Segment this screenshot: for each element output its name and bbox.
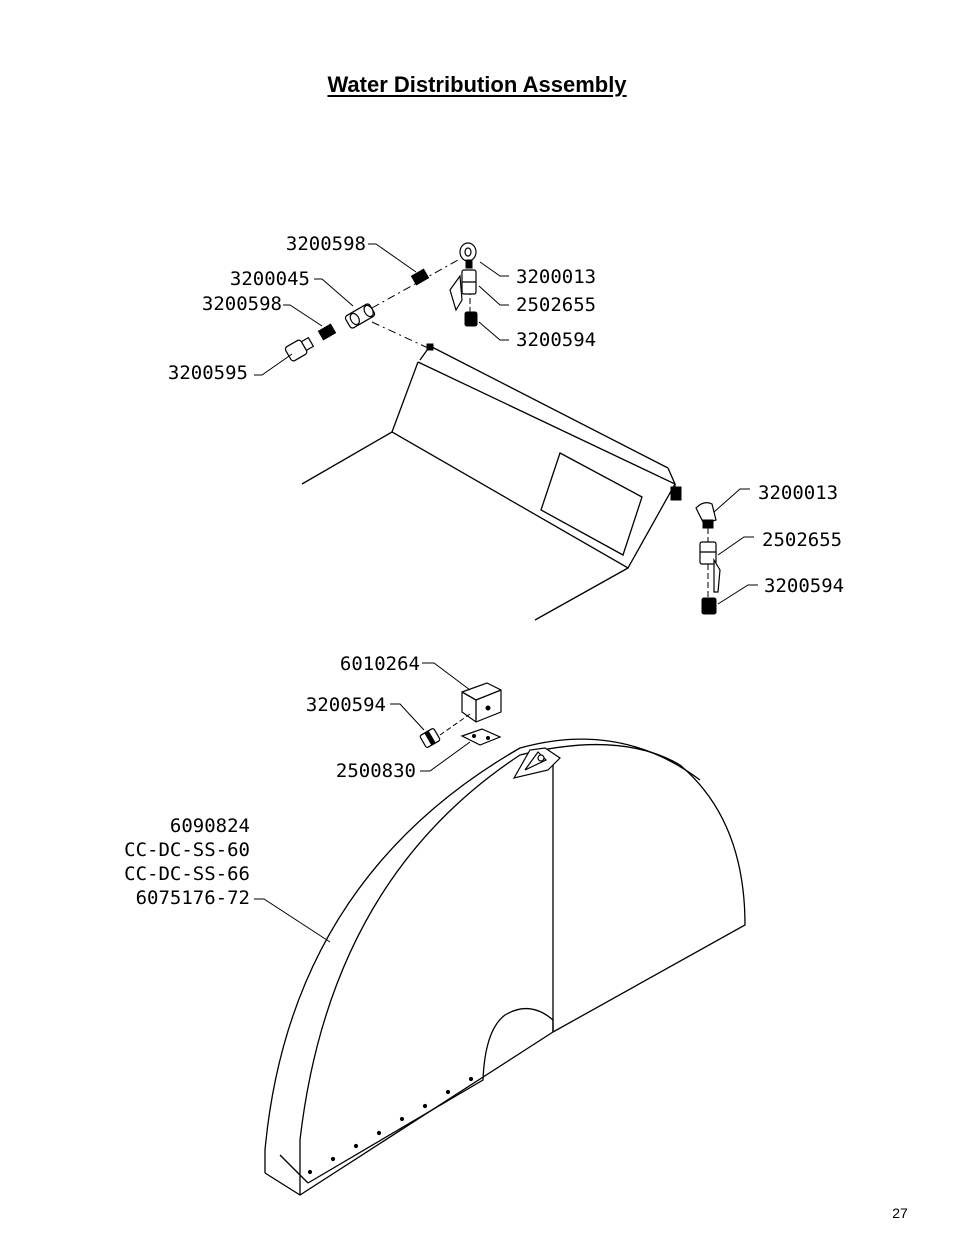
callout-top-tee-nipple-upper: 3200598 [286,233,366,255]
callout-labels: 3200598 3200045 3200598 3200595 3200013 … [124,233,844,909]
callout-block-plate: 2500830 [336,760,416,782]
right-nipple [670,486,682,501]
pipe-dash-2 [371,321,429,349]
callout-top-tee-nipple-lower: 3200598 [202,293,282,315]
guard-bracket [512,747,561,779]
callout-guard-line-4: 6075176-72 [136,887,250,909]
callout-right-valve: 2502655 [762,529,842,551]
upper-fittings [284,242,478,362]
right-valve [699,541,717,565]
callout-guard-line-3: CC-DC-SS-66 [124,863,250,885]
nipple-upper [410,268,430,286]
housing-top-edge [429,345,669,469]
housing-window [540,452,643,556]
callout-block-adapter: 3200594 [306,694,386,716]
right-elbow [695,502,717,525]
callout-block: 6010264 [340,653,420,675]
guard-bolts [307,1076,474,1175]
tee [344,303,376,329]
blade-guard [264,738,746,1196]
water-housing [301,343,676,621]
right-fittings [670,486,721,615]
plate [460,728,502,746]
callout-guard-line-2: CC-DC-SS-60 [124,839,250,861]
lower-fittings [419,682,502,748]
callout-top-elbow: 3200013 [516,266,596,288]
top-elbow [459,242,477,269]
callout-top-end-fitting: 3200595 [168,362,248,384]
top-valve [449,269,477,312]
leader-lines [254,243,758,943]
top-adapter [464,311,478,327]
end-fitting [284,336,315,362]
callout-guard-line-1: 6090824 [170,815,250,837]
page-title: Water Distribution Assembly [327,72,627,97]
callout-top-tee: 3200045 [230,268,310,290]
nipple-lower [317,323,337,341]
callout-right-adapter: 3200594 [764,575,844,597]
block [461,682,502,723]
callout-top-valve: 2502655 [516,294,596,316]
right-adapter [701,597,717,615]
pipe-dash-1 [371,259,459,309]
housing-inlet [426,343,434,351]
block-adapter [419,728,441,748]
callout-top-adapter: 3200594 [516,329,596,351]
page-number: 27 [892,1205,908,1221]
callout-right-elbow: 3200013 [758,482,838,504]
